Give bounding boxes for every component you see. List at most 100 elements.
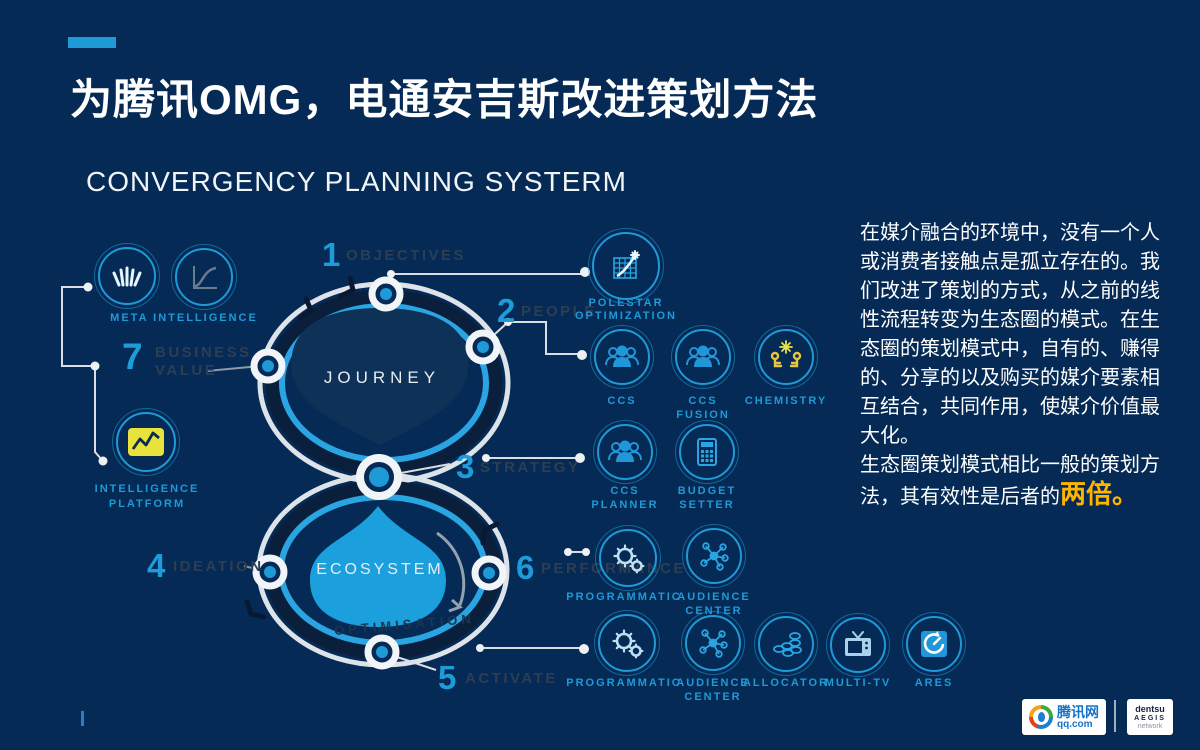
programmatic-tool xyxy=(595,525,661,591)
step-5-number: 5 xyxy=(438,659,457,696)
people-group-icon xyxy=(605,345,639,367)
right-connector-dots xyxy=(387,267,590,654)
tencent-logo: 腾讯网 qq.com xyxy=(1022,699,1106,735)
step-6-number: 6 xyxy=(516,549,535,586)
gears-icon xyxy=(613,544,645,574)
budget-setter-label-line1: BUDGET xyxy=(677,485,737,497)
ccs-planner-label-line1: CCS xyxy=(610,485,640,497)
step-1-label: OBJECTIVES xyxy=(346,247,467,264)
dentsu-logo-line2: AEGIS xyxy=(1134,714,1166,722)
tencent-logo-icon xyxy=(1029,705,1053,729)
ecosystem-blob xyxy=(310,506,446,627)
gray-leader-lines xyxy=(206,365,265,572)
meta-curve-tool xyxy=(171,244,237,310)
step-5-label: ACTIVATE xyxy=(465,670,558,687)
node-performance xyxy=(471,555,507,591)
coin-spread-icon xyxy=(773,632,802,657)
ccs-fusion-tool xyxy=(671,325,735,389)
step-2-label: PEOPLE xyxy=(521,303,597,320)
tencent-logo-domain: qq.com xyxy=(1057,718,1093,730)
polestar-label-line1: POLESTAR xyxy=(588,297,664,309)
page-title: 为腾讯OMG，电通安吉斯改进策划方法 xyxy=(70,76,819,123)
allocator-tool xyxy=(754,612,818,676)
multi-tv-tool xyxy=(826,613,890,677)
step-1-number: 1 xyxy=(322,236,341,273)
loop-nodes xyxy=(250,276,507,670)
dentsu-logo-line1: dentsu xyxy=(1135,703,1165,714)
description-text: 在媒介融合的环境中，没有一个人或消费者接触点是孤立存在的。我们改进了策划的方式，… xyxy=(860,219,1160,512)
intelligence-platform-label-line2: PLATFORM xyxy=(108,498,186,510)
audience-center-label-line2: CENTER xyxy=(685,605,743,617)
hands-burst-icon xyxy=(112,266,142,287)
circular-arrow-icon xyxy=(921,631,947,657)
television-icon xyxy=(845,631,871,656)
node-activate xyxy=(364,634,400,670)
description-paragraph-1: 在媒介融合的环境中，没有一个人或消费者接触点是孤立存在的。我们改进了策划的方式，… xyxy=(860,222,1160,447)
people-group-icon xyxy=(608,440,642,462)
node-journey-left xyxy=(250,348,286,384)
two-people-spark-icon xyxy=(770,340,802,368)
audience-center-2-label-line2: CENTER xyxy=(684,691,742,703)
gears-icon xyxy=(612,629,644,659)
step-7-label-line1: BUSINESS xyxy=(155,344,252,361)
footer-divider xyxy=(1114,700,1116,732)
node-network-icon xyxy=(700,542,729,571)
ccs-label: CCS xyxy=(607,395,637,407)
node-objectives xyxy=(368,276,404,312)
allocator-label: ALLOCATOR xyxy=(742,677,830,689)
intelligence-platform-label-line1: INTELLIGENCE xyxy=(94,483,200,495)
ccs-fusion-label-line2: FUSION xyxy=(676,409,730,421)
audience-center-2-tool xyxy=(681,611,745,675)
journey-label: JOURNEY xyxy=(323,368,441,387)
ares-tool xyxy=(902,612,966,676)
dentsu-aegis-logo: dentsu AEGIS network xyxy=(1127,699,1173,735)
pulse-chart-icon xyxy=(128,428,164,456)
left-connectors xyxy=(61,286,104,462)
journey-blob xyxy=(291,308,469,445)
description-paragraph-2-text: 生态圈策划模式相比一般的策划方法，其有效性是后者的 xyxy=(860,454,1160,508)
left-connector-dots xyxy=(83,282,108,466)
optimisation-arrow xyxy=(436,531,466,606)
people-group-icon xyxy=(686,345,720,367)
calculator-icon xyxy=(697,438,717,466)
accent-dash xyxy=(68,37,116,48)
node-people xyxy=(465,329,501,365)
budget-setter-label-line2: SETTER xyxy=(679,499,735,511)
step-2-number: 2 xyxy=(497,292,516,329)
highlight-two-times: 两倍。 xyxy=(1060,479,1139,509)
node-strategy-waist xyxy=(356,454,402,500)
tencent-logo-name: 腾讯网 xyxy=(1057,703,1099,720)
audience-center-2-label-line1: AUDIENCE xyxy=(676,677,750,689)
step-4-label: IDEATION xyxy=(173,558,264,575)
node-ideation xyxy=(252,554,288,590)
ares-label: ARES xyxy=(914,677,954,689)
programmatic-2-label: PROGRAMMATIC xyxy=(566,677,682,689)
chemistry-label: CHEMISTRY xyxy=(744,395,828,407)
programmatic-label: PROGRAMMATIC xyxy=(566,591,682,603)
polestar-optimization-tool xyxy=(588,228,664,304)
step-3-number: 3 xyxy=(456,448,475,485)
polestar-label-line2: OPTIMIZATION xyxy=(574,310,678,322)
multi-tv-label: MULTI-TV xyxy=(824,677,892,689)
ccs-planner-tool xyxy=(593,420,657,484)
page-subtitle: CONVERGENCY PLANNING SYSTERM xyxy=(86,166,627,197)
grid-comet-icon xyxy=(613,250,640,279)
ccs-fusion-label-line1: CCS xyxy=(688,395,718,407)
node-network-icon xyxy=(699,629,728,658)
meta-intelligence-label: META INTELLIGENCE xyxy=(110,312,258,324)
ring-arrows xyxy=(244,275,500,620)
programmatic-2-tool xyxy=(594,610,660,676)
description-paragraph-2: 生态圈策划模式相比一般的策划方法，其有效性是后者的两倍。 xyxy=(860,451,1160,512)
meta-intelligence-tool xyxy=(94,243,160,309)
budget-setter-tool xyxy=(675,420,739,484)
step-3-label: STRATEGY xyxy=(480,459,581,476)
step-7-number: 7 xyxy=(122,336,143,377)
audience-center-tool xyxy=(682,524,746,588)
chemistry-tool xyxy=(754,325,818,389)
ccs-tool xyxy=(590,325,654,389)
step-4-number: 4 xyxy=(147,547,166,584)
dentsu-logo-line3: network xyxy=(1137,722,1163,730)
ecosystem-label: ECOSYSTEM xyxy=(316,561,444,578)
s-curve-chart-icon xyxy=(193,266,217,289)
